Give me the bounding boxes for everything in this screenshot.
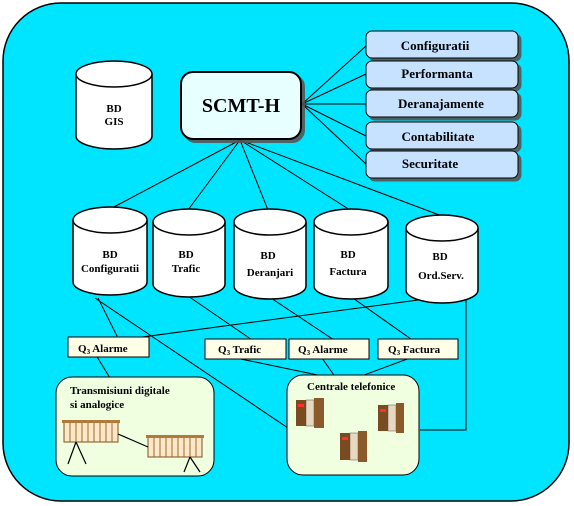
- q3-subscript: 3: [307, 349, 311, 357]
- database-cylinders: BD Configuratii BD Trafic BD Deranjari B…: [72, 206, 479, 304]
- bd-gis-cylinder: BD GIS: [75, 60, 153, 150]
- q3-interfaces: Q3 Alarme Q3 Trafic Q3 Alarme Q3 Factura: [67, 336, 459, 360]
- q3-label: Q3 Alarme: [298, 344, 348, 357]
- exchanges-label: Centrale telefonice: [307, 381, 395, 393]
- q3-prefix: Q: [388, 344, 397, 356]
- function-box-securitate: Securitate: [365, 150, 519, 179]
- transmission-label-2: si analogice: [70, 399, 124, 411]
- q3-subscript: 3: [227, 349, 231, 357]
- q3-trafic-box: Q3 Trafic: [204, 338, 287, 360]
- db-label-2: Ord.Serv.: [418, 270, 464, 282]
- scmt-h-title: SCMT-H: [202, 95, 281, 117]
- transmission-rack-2: [146, 435, 204, 458]
- q3-label: Q3 Factura: [388, 344, 441, 357]
- management-functions: Configuratii Performanta Deranajamente C…: [365, 30, 519, 179]
- db-label-1: BD: [432, 251, 447, 263]
- bd-trafic-cylinder: BD Trafic: [152, 208, 226, 298]
- q3-interface-name: Alarme: [92, 343, 128, 355]
- q3-alarme-box-1: Q3 Alarme: [67, 336, 150, 358]
- q3-prefix: Q: [78, 343, 87, 355]
- q3-factura-box: Q3 Factura: [377, 338, 459, 360]
- db-label-2: Deranjari: [247, 267, 293, 279]
- q3-alarme-box-2: Q3 Alarme: [288, 338, 370, 360]
- q3-subscript: 3: [87, 348, 91, 356]
- db-label-2: Trafic: [172, 263, 201, 275]
- function-label: Deranajamente: [398, 96, 484, 111]
- bd-ord-serv-cylinder: BD Ord.Serv.: [405, 214, 479, 304]
- db-label-1: BD: [340, 249, 355, 261]
- q3-interface-name: Factura: [403, 344, 441, 356]
- db-label-1: BD: [102, 249, 117, 261]
- function-label: Performanta: [401, 66, 473, 81]
- q3-label: Q3 Trafic: [218, 344, 261, 357]
- function-label: Contabilitate: [402, 129, 475, 144]
- scmt-h-node: SCMT-H: [180, 71, 302, 140]
- q3-interface-name: Trafic: [233, 344, 262, 356]
- db-label-1: BD: [260, 250, 275, 262]
- bd-deranjari-cylinder: BD Deranjari: [233, 208, 307, 300]
- bd-configuratii-cylinder: BD Configuratii: [72, 206, 148, 296]
- db-label-2: Factura: [329, 266, 367, 278]
- function-box-contabilitate: Contabilitate: [365, 121, 519, 150]
- q3-subscript: 3: [397, 349, 401, 357]
- db-label-2: Configuratii: [81, 263, 139, 275]
- transmission-panel: Transmisiuni digitale si analogice: [55, 376, 215, 477]
- q3-prefix: Q: [298, 344, 307, 356]
- db-label-1: BD: [178, 249, 193, 261]
- exchange-cabinet-1: [296, 398, 324, 428]
- function-box-deranajamente: Deranajamente: [365, 89, 519, 118]
- q3-prefix: Q: [218, 344, 227, 356]
- exchange-cabinet-3: [340, 431, 367, 462]
- transmission-label-1: Transmisiuni digitale: [70, 385, 170, 397]
- exchange-cabinet-2: [378, 403, 404, 433]
- bd-gis-label-1: BD: [106, 103, 121, 115]
- exchanges-panel: Centrale telefonice: [286, 374, 420, 476]
- function-box-performanta: Performanta: [365, 60, 519, 89]
- bd-gis-label-2: GIS: [105, 116, 124, 128]
- function-label: Configuratii: [401, 38, 470, 53]
- q3-label: Q3 Alarme: [78, 343, 128, 356]
- q3-interface-name: Alarme: [312, 344, 348, 356]
- bd-factura-cylinder: BD Factura: [313, 208, 389, 300]
- function-label: Securitate: [402, 156, 459, 171]
- transmission-rack-1: [62, 420, 120, 443]
- function-box-configuratii: Configuratii: [365, 30, 519, 59]
- transmission-links: [67, 433, 201, 473]
